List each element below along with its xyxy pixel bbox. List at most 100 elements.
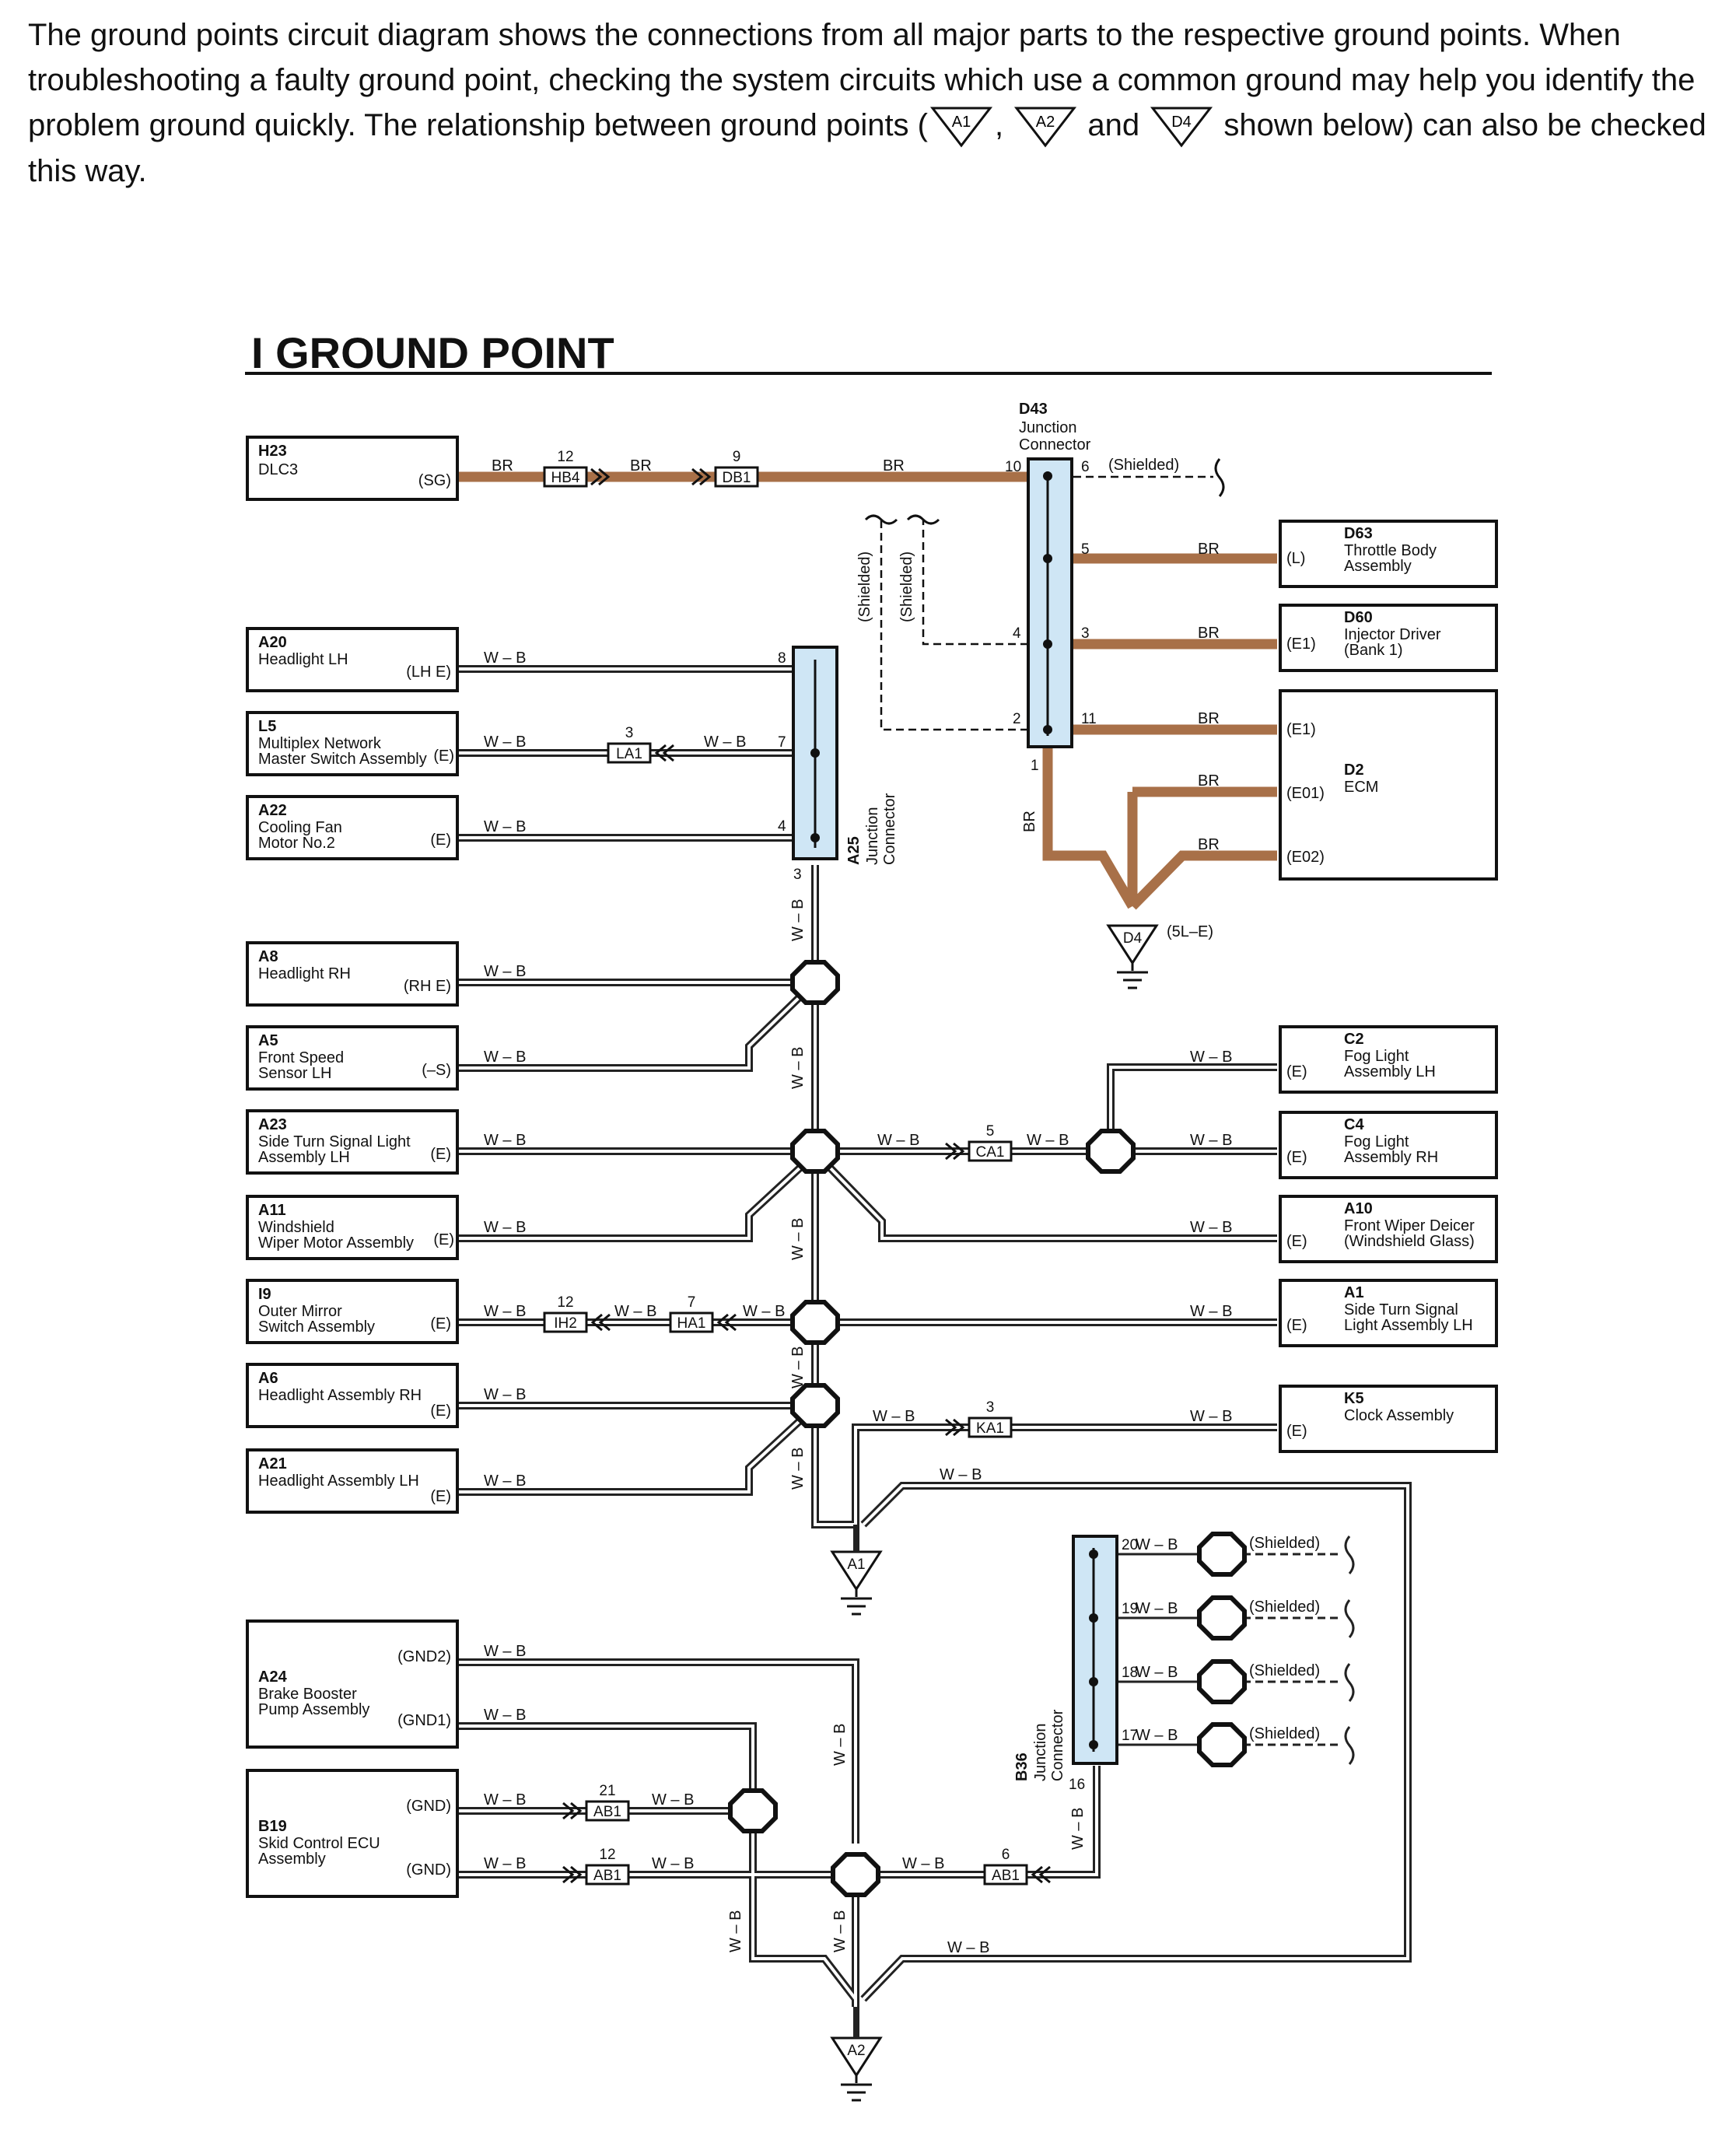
db1-pin: 9 — [733, 449, 741, 465]
ca1-code: CA1 — [976, 1144, 1005, 1161]
hb4-pin: 12 — [557, 449, 573, 465]
wire-labels: BR BR BR (Shielded) BR BR BR BR BR BR (S… — [484, 457, 1320, 1956]
splices — [728, 960, 1247, 1897]
l5-name-1: Multiplex Network — [258, 735, 382, 752]
b36-name-1: Junction — [1032, 1724, 1049, 1782]
a8-code: A8 — [258, 948, 278, 965]
wl-33: W – B — [789, 1346, 807, 1388]
wl-37: W – B — [789, 1448, 807, 1490]
wl-23: W – B — [877, 1132, 919, 1149]
ground-a2-icon: A2 — [1014, 107, 1077, 148]
ha1-code: HA1 — [677, 1315, 706, 1332]
wl-8: BR — [1198, 772, 1220, 790]
b36-pin-19: 19 — [1122, 1601, 1138, 1617]
connector-hb4: HB4 12 — [543, 449, 611, 488]
ab1a-pin: 21 — [599, 1783, 615, 1799]
a22-code: A22 — [258, 802, 287, 819]
ha1-pin: 7 — [688, 1294, 696, 1311]
splice-b36-19 — [1197, 1595, 1247, 1641]
wl-2: BR — [630, 457, 652, 474]
wl-42: W – B — [1136, 1664, 1178, 1681]
c4-code: C4 — [1344, 1116, 1364, 1133]
b19-name-1: Skid Control ECU — [258, 1835, 380, 1852]
shield-ends — [864, 458, 1225, 525]
d63-pin: (L) — [1286, 550, 1305, 567]
splice-4 — [790, 1383, 840, 1428]
i9-name-1: Outer Mirror — [258, 1303, 342, 1320]
a22-pin: (E) — [430, 832, 451, 849]
wl-3: BR — [883, 457, 905, 474]
i9-code: I9 — [258, 1286, 271, 1303]
connector-ha1: HA1 7 — [669, 1294, 737, 1333]
h23-pin: (SG) — [418, 472, 451, 489]
a25-pin-4: 4 — [778, 818, 786, 835]
a24-pin-1: (GND2) — [397, 1648, 451, 1665]
wl-52: W – B — [652, 1791, 694, 1809]
wl-31: W – B — [743, 1303, 785, 1320]
la1-code: LA1 — [616, 746, 642, 762]
ground-a1-code: A1 — [847, 1556, 865, 1573]
d2-name: ECM — [1344, 779, 1378, 796]
d43-pin-11: 11 — [1081, 711, 1097, 727]
intro-sep-2: and — [1087, 108, 1140, 142]
diagram-title: I GROUND POINT — [251, 328, 614, 377]
ab1b-code: AB1 — [593, 1868, 621, 1884]
connector-ab1-21: AB1 21 — [562, 1783, 630, 1822]
wl-48: W – B — [484, 1643, 526, 1660]
wl-34: W – B — [484, 1386, 526, 1403]
a8-pin: (RH E) — [404, 978, 451, 995]
splice-3 — [790, 1300, 840, 1345]
a24-name-1: Brake Booster — [258, 1686, 357, 1703]
d2-pin-1: (E1) — [1286, 721, 1316, 738]
c4-pin: (E) — [1286, 1149, 1307, 1166]
a23-code: A23 — [258, 1116, 287, 1133]
a25-name-1: Junction — [864, 807, 881, 866]
a25-name-2: Connector — [881, 793, 898, 865]
a10-pin: (E) — [1286, 1233, 1307, 1250]
d63-code: D63 — [1344, 525, 1373, 542]
connector-ab1-6: AB1 6 — [983, 1847, 1051, 1886]
wl-26: W – B — [484, 1219, 526, 1236]
c2-name-1: Fog Light — [1344, 1048, 1409, 1065]
d2-code: D2 — [1344, 762, 1364, 779]
wl-24: W – B — [1027, 1132, 1069, 1149]
db1-code: DB1 — [723, 470, 751, 486]
i9-pin: (E) — [430, 1315, 451, 1332]
d63-name-1: Throttle Body — [1344, 542, 1437, 559]
wl-53: W – B — [484, 1855, 526, 1872]
wl-38: W – B — [484, 1472, 526, 1490]
wl-50: W – B — [831, 1724, 849, 1766]
d43-pin-5: 5 — [1081, 541, 1090, 558]
ab1b-pin: 12 — [599, 1847, 615, 1863]
junction-a25: 8 7 4 3 A25 Junction Connector — [778, 646, 898, 883]
d43-code: D43 — [1019, 401, 1048, 418]
wl-40: W – B — [1136, 1536, 1178, 1553]
splice-1 — [790, 960, 840, 1005]
wl-18: W – B — [484, 963, 526, 980]
d60-name-1: Injector Driver — [1344, 626, 1441, 643]
d2-pin-2: (E01) — [1286, 785, 1325, 802]
junction-b36: 20 19 18 17 16 B36 Junction Connector — [1013, 1535, 1138, 1793]
l5-name-2: Master Switch Assembly — [258, 751, 427, 768]
ground-a2-code: A2 — [847, 2043, 865, 2059]
component-labels-right: (L) D63 Throttle Body Assembly (E1) D60 … — [1286, 525, 1475, 1440]
a5-pin: (–S) — [422, 1062, 451, 1079]
h23-code: H23 — [258, 443, 287, 460]
a11-name-1: Windshield — [258, 1219, 334, 1236]
wl-22: W – B — [484, 1132, 526, 1149]
wl-55: W – B — [902, 1855, 944, 1872]
l5-pin: (E) — [433, 748, 454, 765]
wb-wires-inner — [457, 667, 1409, 2007]
ca1-pin: 5 — [986, 1123, 995, 1140]
wl-41: W – B — [1136, 1600, 1178, 1617]
intro-text-1: The ground points circuit diagram shows … — [28, 18, 1696, 142]
ground-a1-icon: A1 — [929, 107, 993, 148]
a25-pin-8: 8 — [778, 650, 786, 667]
a25-pin-7: 7 — [778, 734, 786, 751]
wl-16: W – B — [484, 818, 526, 835]
d43-name-1: Junction — [1019, 419, 1077, 436]
wl-39: W – B — [940, 1466, 982, 1483]
b19-code: B19 — [258, 1818, 287, 1835]
a6-name: Headlight Assembly RH — [258, 1387, 422, 1404]
b36-code: B36 — [1013, 1753, 1031, 1781]
